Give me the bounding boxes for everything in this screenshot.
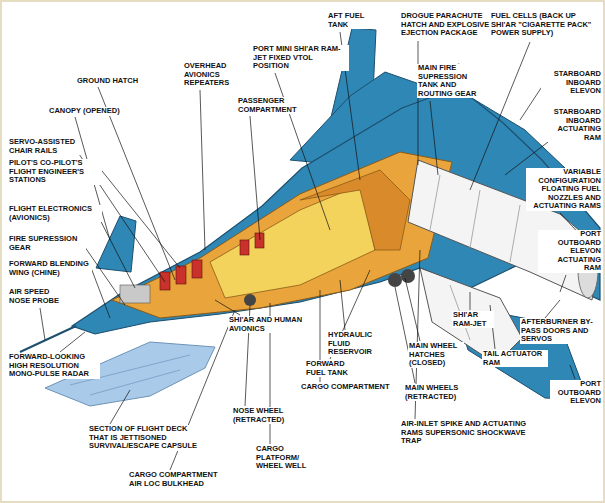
part-label: PILOT'S CO-PILOT'S FLIGHT ENGINEER'S STA… — [8, 159, 102, 185]
part-label: NOSE WHEEL (RETRACTED) — [232, 407, 294, 424]
part-label: MAIN WHEEL HATCHES (CLOSED) — [408, 342, 464, 368]
part-label: SERVO-ASSISTED CHAIR RAILS — [8, 138, 80, 155]
part-label: AFT FUEL TANK — [327, 12, 371, 29]
part-label: MAIN WHEELS (RETRACTED) — [404, 384, 468, 401]
part-label: FORWARD BLENDING WING (CHINE) — [8, 260, 92, 277]
part-label: PORT OUTBOARD ELEVON — [550, 380, 602, 406]
part-label: PORT MINI SHI'AR RAM-JET FIXED VTOL POSI… — [252, 45, 349, 71]
part-label: AFTERBURNER BY-PASS DOORS AND SERVOS — [520, 318, 596, 344]
part-label: STARBOARD INBOARD ELEVON — [541, 70, 602, 96]
part-label: SECTION OF FLIGHT DECK THAT IS JETTISONE… — [88, 425, 208, 451]
part-label: FLIGHT ELECTRONICS (AVIONICS) — [8, 205, 102, 222]
part-label: SHI'AR RAM-JET — [452, 311, 494, 328]
part-label: CARGO PLATFORM/ WHEEL WELL — [255, 445, 325, 471]
part-label: CANOPY (OPENED) — [48, 107, 121, 116]
part-label: STARBOARD INBOARD ACTUATING RAM — [546, 108, 602, 142]
part-label: AIR SPEED NOSE PROBE — [8, 288, 64, 305]
part-label: OVERHEAD AVIONICS REPEATERS — [183, 62, 235, 88]
part-label: TAIL ACTUATOR RAM — [482, 350, 548, 367]
part-label: MAIN FIRE SUPRESSION TANK AND ROUTING GE… — [417, 64, 481, 98]
part-label: FUEL CELLS (BACK UP SHI'AR "CIGARETTE PA… — [490, 12, 601, 38]
part-label: SHI'AR AND HUMAN AVIONICS — [228, 316, 306, 333]
part-label: VARIABLE CONFIGURATION FLOATING FUEL NOZ… — [526, 168, 602, 211]
part-label: DROGUE PARACHUTE HATCH AND EXPLOSIVE EJE… — [400, 12, 497, 38]
part-label: FORWARD-LOOKING HIGH RESOLUTION MONO-PUL… — [8, 353, 100, 379]
part-label: CARGO COMPARTMENT AIR LOC BULKHEAD — [128, 471, 220, 488]
part-label: CARGO COMPARTMENT — [300, 383, 391, 392]
part-label: PASSENGER COMPARTMENT — [237, 97, 313, 114]
part-label: FIRE SUPRESSION GEAR — [8, 235, 86, 252]
part-label: AIR-INLET SPIKE AND ACTUATING RAMS SUPER… — [400, 420, 530, 446]
part-label: HYDRAULIC FLUID RESERVOIR — [327, 331, 377, 357]
part-label: FORWARD FUEL TANK — [305, 360, 355, 377]
part-label: PORT OUTBOARD ELEVON ACTUATING RAM — [538, 230, 602, 273]
part-label: GROUND HATCH — [76, 77, 139, 86]
